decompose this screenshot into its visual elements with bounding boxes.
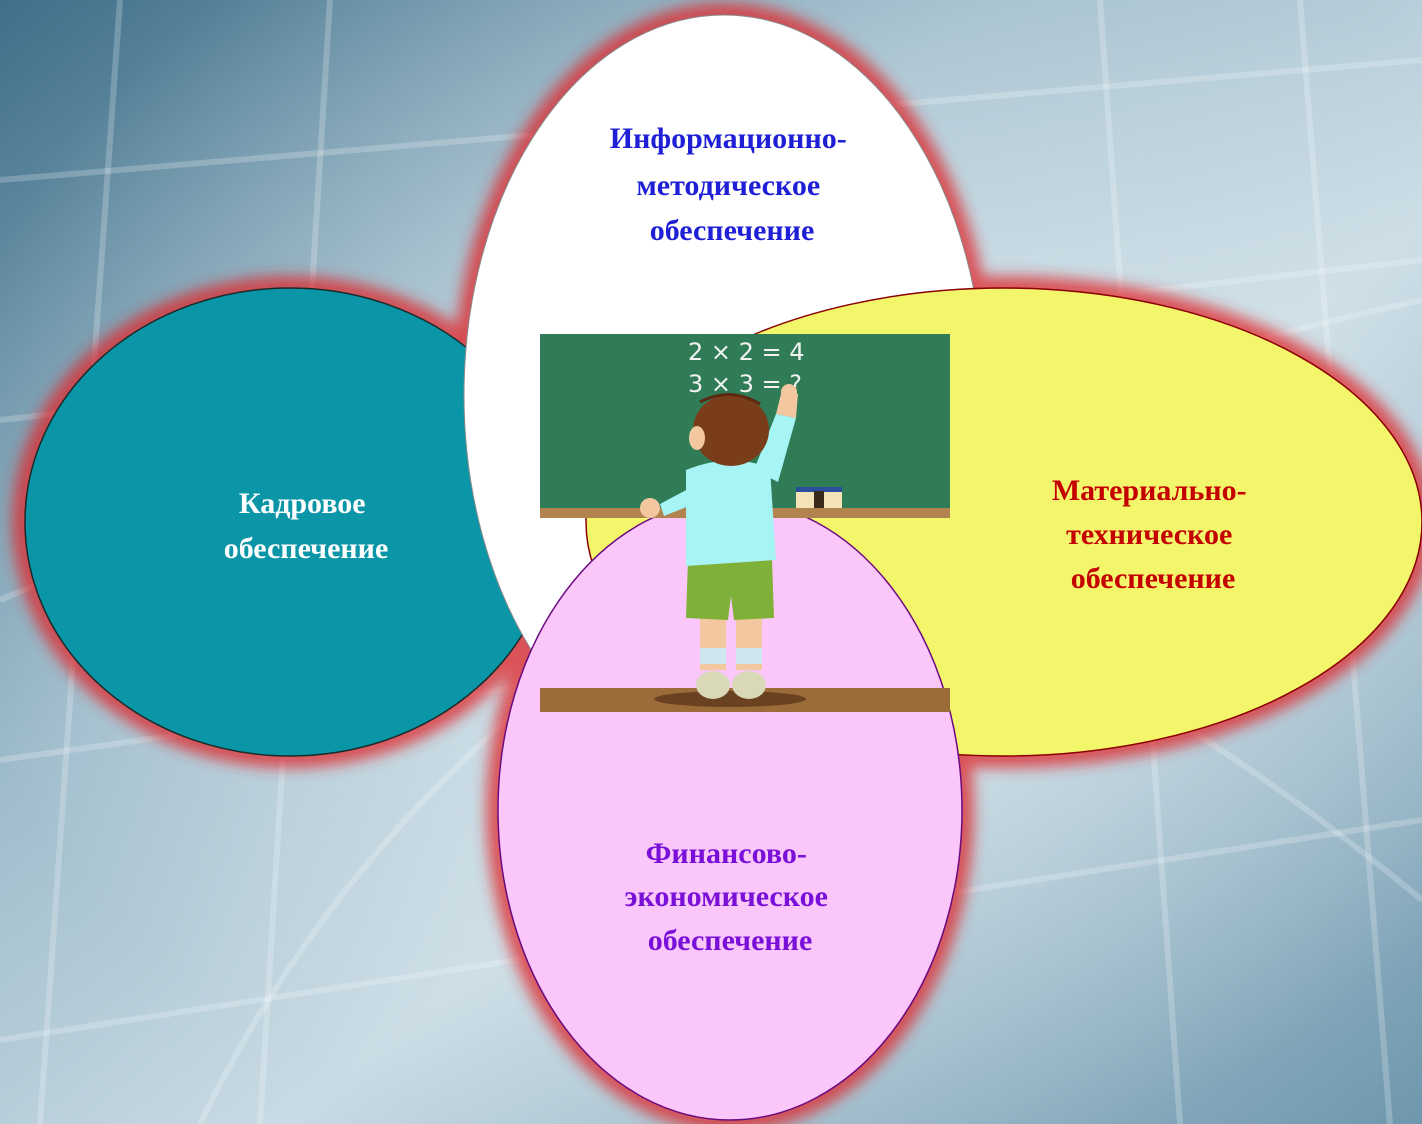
eraser-icon: [796, 487, 842, 508]
shadow: [654, 691, 806, 707]
label-financial-economic: Финансово- экономическое обеспечение: [625, 837, 836, 957]
illustration-child-at-chalkboard: 2 × 2 = 4 3 × 3 = ?: [540, 334, 950, 712]
child-figure: [640, 384, 798, 699]
chalk-equation-1: 2 × 2 = 4: [688, 338, 805, 366]
label-staffing: Кадровое обеспечение: [224, 487, 389, 565]
label-information-methodical: Информационно- методическое обеспечение: [610, 122, 854, 247]
label-material-technical: Материально- техническое обеспечение: [1052, 474, 1254, 595]
